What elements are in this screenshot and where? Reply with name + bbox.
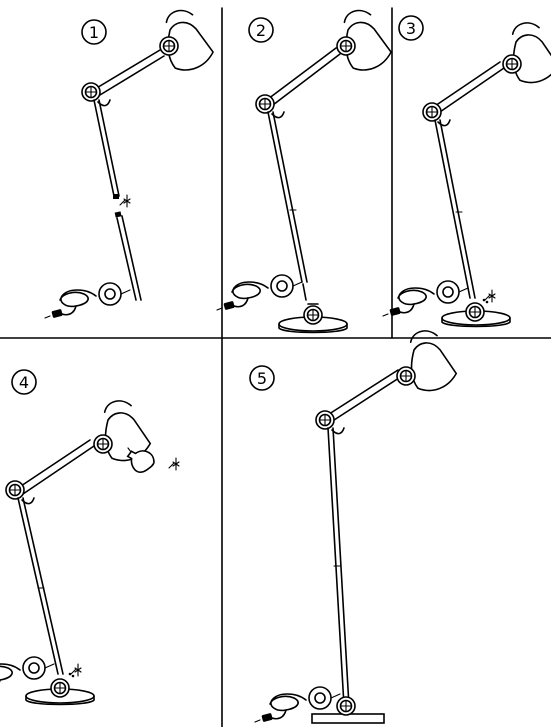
svg-text:1: 1 bbox=[89, 23, 99, 42]
panel-dividers bbox=[0, 7, 551, 727]
svg-text:5: 5 bbox=[257, 369, 267, 388]
svg-text:2: 2 bbox=[256, 21, 266, 40]
step-label-2: 2 bbox=[248, 17, 274, 43]
panel-5-illustration bbox=[254, 325, 468, 724]
step-label-3: 3 bbox=[398, 15, 424, 41]
panel-1-illustration bbox=[44, 5, 224, 319]
step-label-5: 5 bbox=[249, 365, 275, 391]
light-bulb-icon bbox=[126, 447, 155, 473]
panel-4-illustration bbox=[0, 395, 180, 706]
svg-text:4: 4 bbox=[19, 373, 29, 392]
panel-2-illustration bbox=[216, 5, 402, 334]
svg-text:3: 3 bbox=[406, 19, 416, 38]
step-label-1: 1 bbox=[81, 19, 107, 45]
panel-3-illustration bbox=[382, 17, 551, 328]
step-label-4: 4 bbox=[11, 369, 37, 395]
